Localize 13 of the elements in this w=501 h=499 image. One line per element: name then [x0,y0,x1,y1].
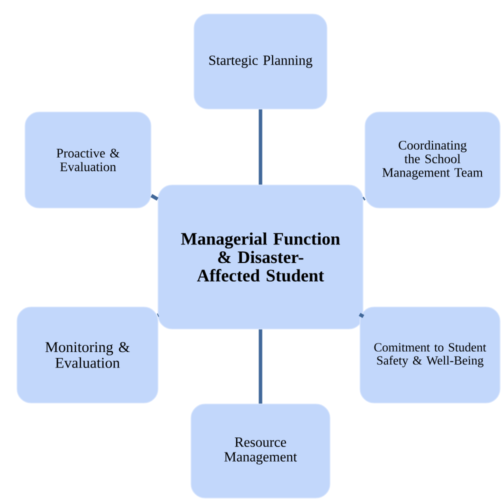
connector-line [258,109,262,185]
connector-line [362,196,366,201]
connector-line [258,329,262,404]
function-box: Comitment to Student Safety & Well-Being [360,306,500,404]
connector-line [156,313,160,317]
function-box: Monitoring & Evaluation [16,306,158,404]
function-box: Coordinating the School Management Team [364,112,500,208]
function-box: Startegic Planning [194,14,328,110]
connector-line [150,194,158,201]
function-box: Resource Management [190,404,330,498]
function-box: Proactive & Evaluation [24,112,152,208]
connector-line [358,312,364,318]
center-box: Managerial Function & Disaster-Affected Student [158,184,364,330]
